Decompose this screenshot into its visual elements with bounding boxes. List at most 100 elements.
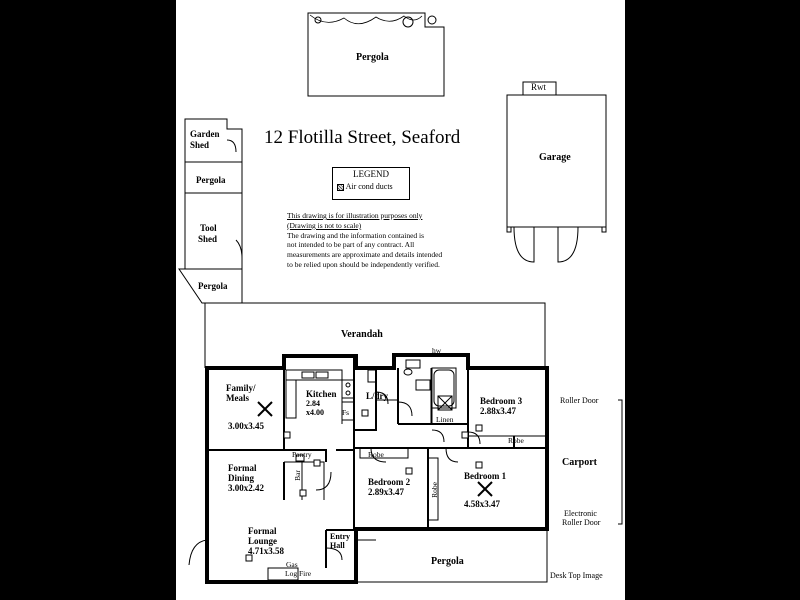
footer-caption: Desk Top Image: [550, 571, 603, 580]
fridge-space-label: Fs: [342, 408, 350, 417]
robe-label: Robe: [508, 436, 524, 445]
disclaimer-line: not intended to be part of any contract.…: [287, 240, 415, 250]
bedroom-3-label: Bedroom 3: [480, 396, 523, 406]
verandah-outline: [205, 302, 546, 368]
carport-label: Carport: [562, 457, 597, 468]
page-title: 12 Flotilla Street, Seaford: [264, 127, 461, 148]
lounge-label: Lounge: [248, 536, 278, 546]
garage-door-swing: [557, 226, 579, 263]
bar-label: Bar: [293, 470, 302, 481]
family-label: Meals: [226, 393, 249, 403]
legend-heading: LEGEND: [353, 169, 389, 179]
linen-label: Linen: [436, 415, 454, 424]
pergola-bottom-label: Pergola: [431, 556, 464, 567]
door-swing: [431, 429, 445, 443]
vanity-icon: [415, 379, 431, 391]
door-swing: [445, 447, 459, 463]
robe-bed2: [359, 448, 409, 459]
pergola-bottom-outline: [356, 528, 548, 583]
entry-hall-label: Hall: [330, 541, 345, 550]
rwt-tank: [522, 81, 557, 96]
sink-icon: [301, 371, 315, 379]
door-swing: [315, 471, 332, 491]
robe-label: Robe: [368, 450, 384, 459]
toilet-icon: [403, 368, 413, 376]
pergola-top-label: Pergola: [356, 52, 389, 63]
air-cond-duct-icons: [245, 409, 483, 562]
log-fire-label: Log Fire: [285, 569, 312, 578]
pergola-mid-label: Pergola: [196, 175, 226, 185]
robe-label: Robe: [430, 482, 439, 498]
dining-label: Dining: [228, 473, 255, 483]
verandah-label: Verandah: [341, 329, 383, 340]
air-cond-duct-icon: [337, 183, 344, 191]
dining-label: Formal: [228, 463, 257, 473]
door-swing: [375, 391, 389, 405]
garden-shrubs: [309, 14, 423, 25]
legend: LEGEND Air cond ducts: [332, 167, 410, 200]
disclaimer-line: measurements are approximate and details…: [287, 250, 443, 259]
gas-label: Gas: [286, 560, 298, 569]
kitchen-label: Kitchen: [306, 389, 337, 399]
dining-size: 3.00x2.42: [228, 483, 264, 493]
ceiling-fan-icon: [257, 401, 493, 497]
wall: [354, 368, 377, 431]
trough-icon: [367, 369, 377, 383]
family-label: Family/: [226, 383, 256, 393]
disclaimer-line: (Drawing is not to scale): [287, 220, 362, 230]
tool-shed-label: Tool: [200, 223, 217, 233]
kitchen-size: 2.84: [306, 399, 320, 408]
roller-door-label: Roller Door: [560, 396, 599, 405]
bedroom-1-label: Bedroom 1: [464, 471, 507, 481]
garden-shed-label: Shed: [190, 140, 210, 150]
bedroom-1-size: 4.58x3.47: [464, 499, 500, 509]
kitchen-bench: [285, 369, 343, 381]
front-door-swing: [188, 539, 208, 566]
door-swing: [467, 431, 481, 445]
hot-water-unit: [405, 359, 421, 369]
disclaimer-line: This drawing is for illustration purpose…: [287, 211, 423, 220]
lounge-label: Formal: [248, 526, 277, 536]
bath-icon: [431, 367, 457, 409]
shrub-icon: [402, 16, 414, 28]
house-exterior-walls: [205, 353, 549, 584]
bedroom-3-size: 2.88x3.47: [480, 406, 516, 416]
lounge-size: 4.71x3.58: [248, 546, 284, 556]
garage-label: Garage: [539, 152, 571, 163]
kitchen-bench: [285, 379, 297, 419]
electronic-roller-door-label: Roller Door: [562, 518, 601, 527]
kitchen-size: x4.00: [306, 408, 324, 417]
garage-door-swing: [513, 226, 535, 263]
gas-log-fire: [267, 567, 299, 581]
door-swing: [325, 547, 343, 561]
carport-marker: [618, 399, 623, 525]
pergola-side-label: Pergola: [198, 281, 228, 291]
electronic-roller-door-label: Electronic: [564, 509, 597, 518]
legend-item-label: Air cond ducts: [345, 182, 393, 191]
laundry-label: L/dry: [366, 391, 389, 401]
cooktop-icon: [341, 379, 355, 399]
tool-shed-door-swing: [235, 239, 243, 259]
garden-shed-label: Garden: [190, 129, 220, 139]
fridge-space: [341, 401, 355, 421]
floor-plan-sheet: 12 Flotilla Street, Seaford LEGEND Air c…: [176, 0, 625, 600]
shrub-icon: [314, 16, 322, 24]
shower-icon: [437, 395, 453, 411]
shrub-icon: [427, 15, 437, 25]
pergola-top-outline: [307, 12, 445, 97]
bedroom-2-size: 2.89x3.47: [368, 487, 404, 497]
disclaimer-line: The drawing and the information containe…: [287, 230, 425, 240]
disclaimer-line: to be relied upon should be independentl…: [287, 259, 440, 269]
hot-water-label: hw: [432, 346, 442, 355]
entry-hall-label: Entry: [330, 532, 350, 541]
robe-bed1: [428, 457, 439, 521]
door-swing: [397, 401, 413, 417]
wall: [284, 449, 327, 462]
sink-icon: [315, 371, 329, 379]
tool-shed-label: Shed: [198, 234, 218, 244]
rwt-label: Rwt: [531, 82, 547, 92]
floor-plan-drawing: [178, 12, 623, 584]
pantry-label: Pantry: [292, 450, 312, 459]
disclaimer-note: This drawing is for illustration purpose…: [287, 211, 442, 270]
bedroom-2-label: Bedroom 2: [368, 477, 411, 487]
